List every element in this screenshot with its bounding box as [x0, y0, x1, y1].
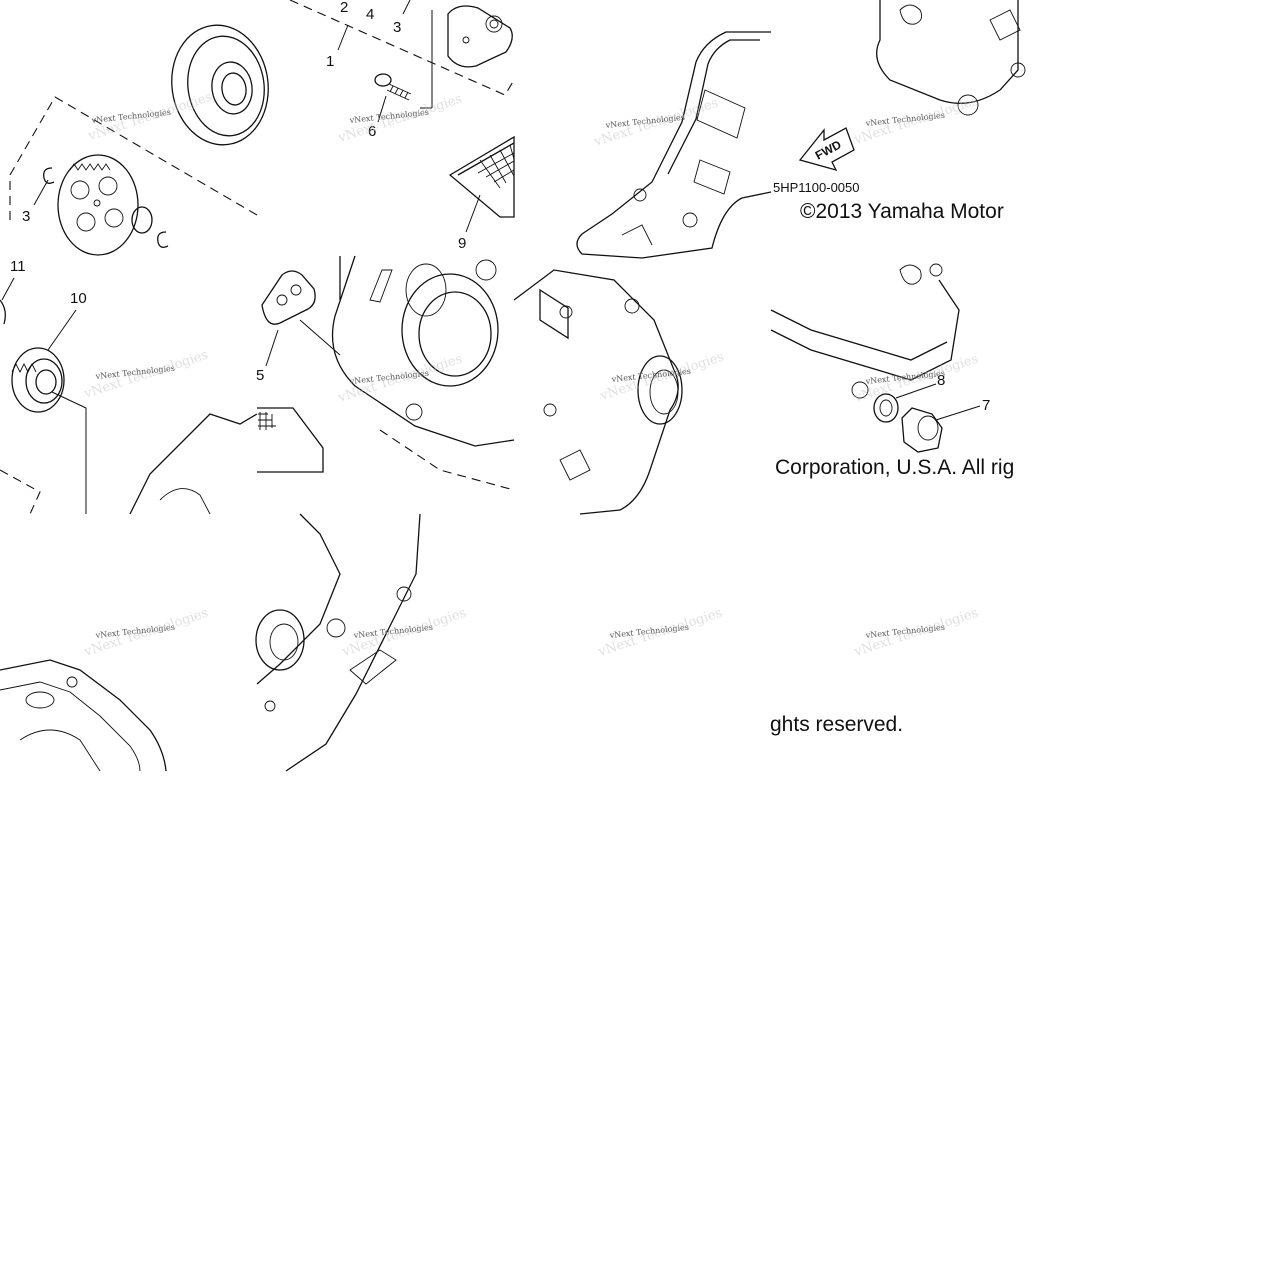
callout-3-lower: 3 [22, 208, 30, 225]
callout-6: 6 [368, 123, 376, 140]
callout-7: 7 [982, 397, 990, 414]
callout-4: 4 [366, 6, 374, 23]
fwd-label: FWD [813, 137, 844, 162]
callout-10: 10 [70, 290, 87, 307]
tile-blank-1: vNext Technologies vNext Technologies [596, 606, 724, 660]
mesh-hatching-2 [258, 412, 276, 430]
mesh-hatching [471, 142, 515, 189]
callout-1: 1 [326, 53, 334, 70]
tile-drain-bolt: 8 7 Corporation, U.S.A. All rig vNext Te… [770, 263, 1014, 479]
tile-strainer: 2 4 3 1 6 9 vNext Technologies vNext Tec… [289, 0, 515, 252]
tile-crankcase-center: vNext Technologies vNext Technologies [513, 269, 726, 515]
tile-oil-seal: 11 10 vNext Technologies vNext Technolog… [0, 258, 258, 515]
callout-11: 11 [10, 258, 26, 275]
tile-crankcase-lower: vNext Technologies vNext Technologies [255, 513, 468, 772]
tile-oil-pump-gear: vNext Technologies vNext Technologies 3 [9, 24, 269, 256]
callout-8: 8 [937, 372, 945, 389]
copyright-line-1a: ©2013 Yamaha Motor [800, 200, 1004, 223]
tile-crankcase-right: FWD 5HP1100-0050 ©2013 Yamaha Motor vNex… [773, 0, 1026, 223]
tile-gasket-crankcase: 5 vNext Technologies vNext Technologies [256, 255, 515, 491]
callout-2: 2 [340, 0, 348, 16]
callout-9: 9 [458, 235, 466, 252]
callout-5: 5 [256, 367, 264, 384]
part-code: 5HP1100-0050 [773, 180, 860, 195]
fwd-arrow: FWD [798, 127, 855, 172]
tile-blank-2: vNext Technologies vNext Technologies gh… [770, 606, 980, 736]
tile-crankcase-upper: vNext Technologies vNext Technologies [576, 31, 772, 259]
copyright-line-2: ghts reserved. [770, 713, 903, 736]
callout-3-upper: 3 [393, 19, 401, 36]
copyright-line-1b: Corporation, U.S.A. All rig [775, 456, 1014, 479]
tile-crankcase-cover: vNext Technologies vNext Technologies [0, 606, 210, 772]
